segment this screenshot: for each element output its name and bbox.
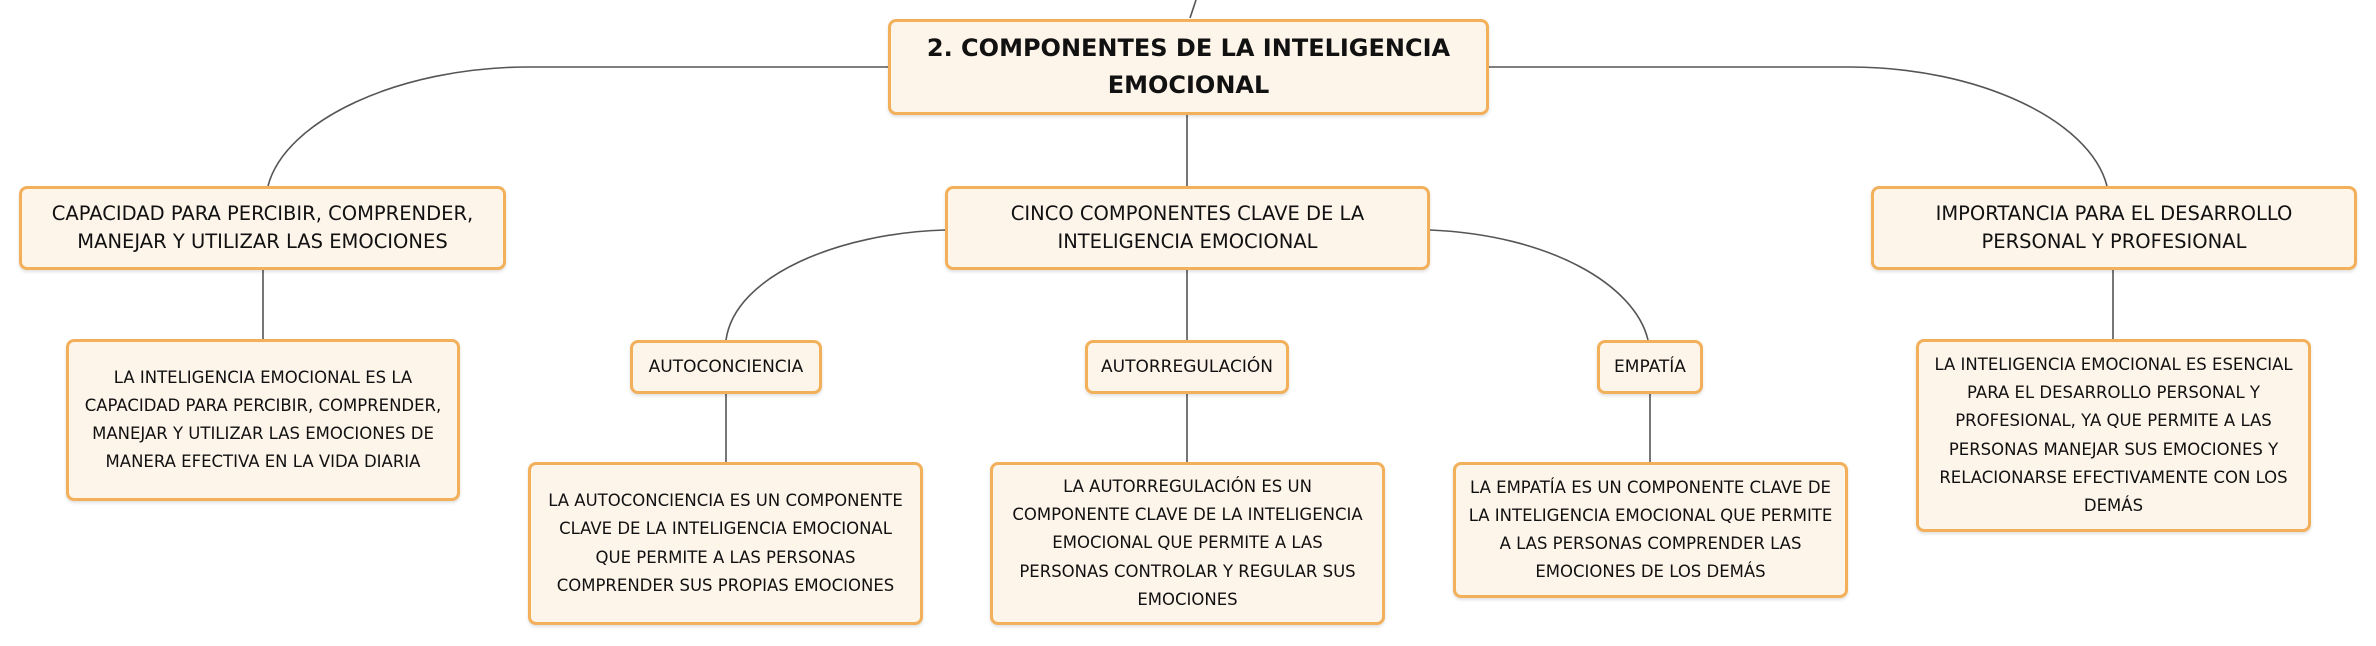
branch-left-label: CAPACIDAD PARA PERCIBIR, COMPRENDER, MAN… [51,201,474,253]
subtopic-empatia[interactable]: EMPATÍA [1597,340,1703,394]
right-detail-text: LA INTELIGENCIA EMOCIONAL ES ESENCIAL PA… [1934,355,2293,515]
subtopic-autoconciencia[interactable]: AUTOCONCIENCIA [630,340,822,394]
link-root-right [1489,66,2108,187]
autorregulacion-detail-text: LA AUTORREGULACIÓN ES UN COMPONENTE CLAV… [1012,477,1363,609]
subtopic-autorregulacion[interactable]: AUTORREGULACIÓN [1085,340,1289,394]
autoconciencia-detail-text: LA AUTOCONCIENCIA ES UN COMPONENTE CLAVE… [548,491,903,595]
root-topic[interactable]: 2. COMPONENTES DE LA INTELIGENCIA EMOCIO… [888,19,1489,115]
empatia-detail-text: LA EMPATÍA ES UN COMPONENTE CLAVE DE LA … [1468,477,1833,582]
autoconciencia-detail-box[interactable]: LA AUTOCONCIENCIA ES UN COMPONENTE CLAVE… [528,462,923,625]
link-center-empatia [1429,229,1649,341]
root-topic-label: 2. COMPONENTES DE LA INTELIGENCIA EMOCIO… [926,33,1451,99]
link-center-autoconciencia [725,229,946,341]
subtopic-autorregulacion-label: AUTORREGULACIÓN [1101,356,1273,377]
left-detail-text: LA INTELIGENCIA EMOCIONAL ES LA CAPACIDA… [84,367,442,472]
branch-left-topic[interactable]: CAPACIDAD PARA PERCIBIR, COMPRENDER, MAN… [19,186,506,270]
branch-center-label: CINCO COMPONENTES CLAVE DE LA INTELIGENC… [1010,201,1365,253]
subtopic-empatia-label: EMPATÍA [1614,356,1686,377]
empatia-detail-box[interactable]: LA EMPATÍA ES UN COMPONENTE CLAVE DE LA … [1453,462,1848,598]
subtopic-autoconciencia-label: AUTOCONCIENCIA [648,356,804,377]
right-detail-box[interactable]: LA INTELIGENCIA EMOCIONAL ES ESENCIAL PA… [1916,339,2311,532]
link-parent-root [1189,0,1197,19]
autorregulacion-detail-box[interactable]: LA AUTORREGULACIÓN ES UN COMPONENTE CLAV… [990,462,1385,625]
branch-right-topic[interactable]: IMPORTANCIA PARA EL DESARROLLO PERSONAL … [1871,186,2357,270]
branch-center-topic[interactable]: CINCO COMPONENTES CLAVE DE LA INTELIGENC… [945,186,1430,270]
left-detail-box[interactable]: LA INTELIGENCIA EMOCIONAL ES LA CAPACIDA… [66,339,460,501]
branch-right-label: IMPORTANCIA PARA EL DESARROLLO PERSONAL … [1935,201,2293,253]
link-root-left [267,66,888,187]
